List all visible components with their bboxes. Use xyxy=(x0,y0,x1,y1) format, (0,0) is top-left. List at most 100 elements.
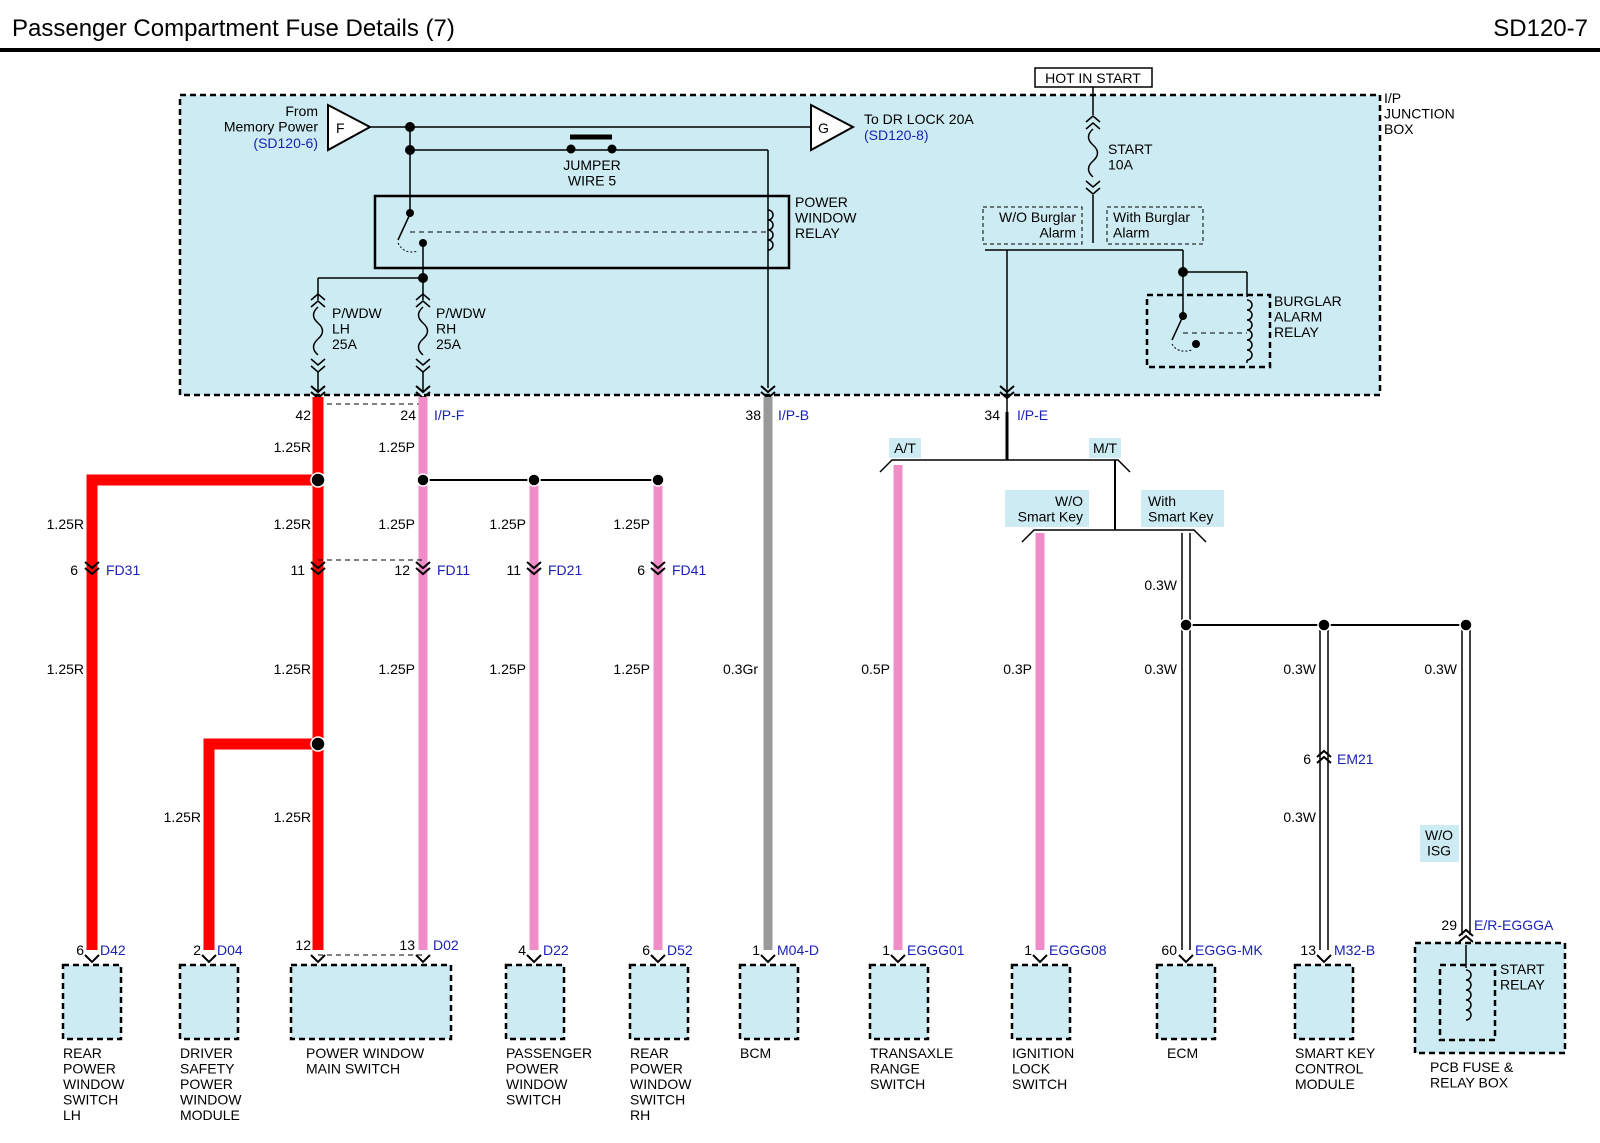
to-dr-lock-ref: (SD120-8) xyxy=(864,127,929,143)
component-boxes xyxy=(61,941,1567,1055)
inline-connector-symbols xyxy=(84,561,1332,764)
header: Passenger Compartment Fuse Details (7) S… xyxy=(0,15,1600,52)
svg-text:1.25R: 1.25R xyxy=(274,516,311,532)
svg-text:0.3W: 0.3W xyxy=(1144,661,1177,677)
svg-text:1: 1 xyxy=(882,942,890,958)
junction-box xyxy=(178,93,1382,397)
component-chevron-10 xyxy=(1316,954,1332,964)
svg-text:1.25P: 1.25P xyxy=(378,661,415,677)
with-smart-box xyxy=(1141,490,1224,527)
svg-text:6: 6 xyxy=(1303,751,1311,767)
start-relay-coil xyxy=(1465,969,1472,1021)
internal-wiring xyxy=(317,87,1248,395)
page-code: SD120-7 xyxy=(1493,15,1588,42)
svg-text:1.25R: 1.25R xyxy=(274,661,311,677)
svg-text:0.5P: 0.5P xyxy=(861,661,890,677)
component-chevron-6 xyxy=(760,954,776,964)
svg-text:6: 6 xyxy=(70,562,78,578)
ignition-switch-box xyxy=(1010,963,1072,1041)
transaxle-switch-box xyxy=(868,963,930,1041)
rear-pw-switch-lh-box xyxy=(61,963,123,1041)
burglar-alarm-relay xyxy=(1145,293,1272,369)
splices xyxy=(310,472,1473,752)
jb-conn-ipb: I/P-B xyxy=(778,407,809,423)
option-at: A/T xyxy=(894,440,916,456)
svg-text:1.25R: 1.25R xyxy=(47,661,84,677)
component-connector-symbols xyxy=(84,928,1474,964)
inline-chevron-em21 xyxy=(1316,749,1332,764)
jb-pin-38: 38 xyxy=(745,407,761,423)
component-chevron-9 xyxy=(1178,954,1194,964)
svg-text:1.25R: 1.25R xyxy=(274,809,311,825)
svg-text:1: 1 xyxy=(752,942,760,958)
svg-text:EM21: EM21 xyxy=(1337,751,1374,767)
start-relay-box xyxy=(1438,963,1497,1042)
inline-chevron-0 xyxy=(84,561,100,576)
svg-text:0.3Gr: 0.3Gr xyxy=(723,661,758,677)
svg-text:1.25P: 1.25P xyxy=(378,516,415,532)
svg-text:1.25R: 1.25R xyxy=(47,516,84,532)
svg-text:EGGG01: EGGG01 xyxy=(907,942,965,958)
bcm-box xyxy=(738,963,800,1041)
svg-text:EGGG08: EGGG08 xyxy=(1049,942,1107,958)
svg-text:12: 12 xyxy=(295,937,311,953)
svg-text:6: 6 xyxy=(637,562,645,578)
component-pin-labels: 6 D42 2 D04 12 13 D02 4 D22 6 D52 1 M04-… xyxy=(76,917,1554,958)
wire-spec-labels: 1.25R 1.25P 1.25R 1.25R 1.25P 1.25P 1.25… xyxy=(47,439,1458,825)
option-mt: M/T xyxy=(1093,440,1118,456)
svg-text:FD21: FD21 xyxy=(548,562,582,578)
svg-text:D04: D04 xyxy=(217,942,243,958)
svg-text:1.25P: 1.25P xyxy=(613,516,650,532)
at-box xyxy=(889,438,921,458)
passenger-pw-switch-box xyxy=(504,963,566,1041)
svg-text:29: 29 xyxy=(1441,917,1457,933)
svg-text:13: 13 xyxy=(1300,942,1316,958)
svg-text:1.25P: 1.25P xyxy=(489,661,526,677)
fuse-rh xyxy=(415,293,431,392)
svg-text:4: 4 xyxy=(518,942,526,958)
component-chevron-0 xyxy=(84,954,100,964)
svg-text:E/R-EGGGA: E/R-EGGGA xyxy=(1474,917,1554,933)
page-title: Passenger Compartment Fuse Details (7) xyxy=(12,15,455,42)
jb-pin-34: 34 xyxy=(984,407,1000,423)
power-window-relay xyxy=(373,194,791,270)
svg-text:2: 2 xyxy=(193,942,201,958)
wire-red-lh xyxy=(86,474,318,950)
svg-text:FD11: FD11 xyxy=(437,562,470,578)
wo-isg-box xyxy=(1420,825,1459,862)
smart-key-module-box xyxy=(1293,963,1355,1041)
component-chevron-8 xyxy=(1032,954,1048,964)
svg-text:12: 12 xyxy=(394,562,410,578)
hot-in-start-label: HOT IN START xyxy=(1045,70,1141,86)
svg-text:D52: D52 xyxy=(667,942,693,958)
inline-chevron-1 xyxy=(310,561,326,576)
pw-relay-coil xyxy=(767,209,774,251)
pcb-fuse-relay-box xyxy=(1413,941,1567,1055)
component-chevron-pcb xyxy=(1458,928,1474,943)
svg-text:FD31: FD31 xyxy=(106,562,140,578)
svg-text:11: 11 xyxy=(290,562,305,578)
thick-wires xyxy=(86,397,1045,950)
svg-text:0.3W: 0.3W xyxy=(1144,577,1177,593)
jb-pin-24: 24 xyxy=(400,407,416,423)
svg-text:0.3W: 0.3W xyxy=(1283,809,1316,825)
svg-text:D02: D02 xyxy=(433,937,459,953)
start-fuse xyxy=(1085,115,1101,195)
mt-box xyxy=(1089,438,1121,458)
svg-text:BCM: BCM xyxy=(740,1045,771,1061)
rear-pw-switch-rh-box xyxy=(628,963,690,1041)
